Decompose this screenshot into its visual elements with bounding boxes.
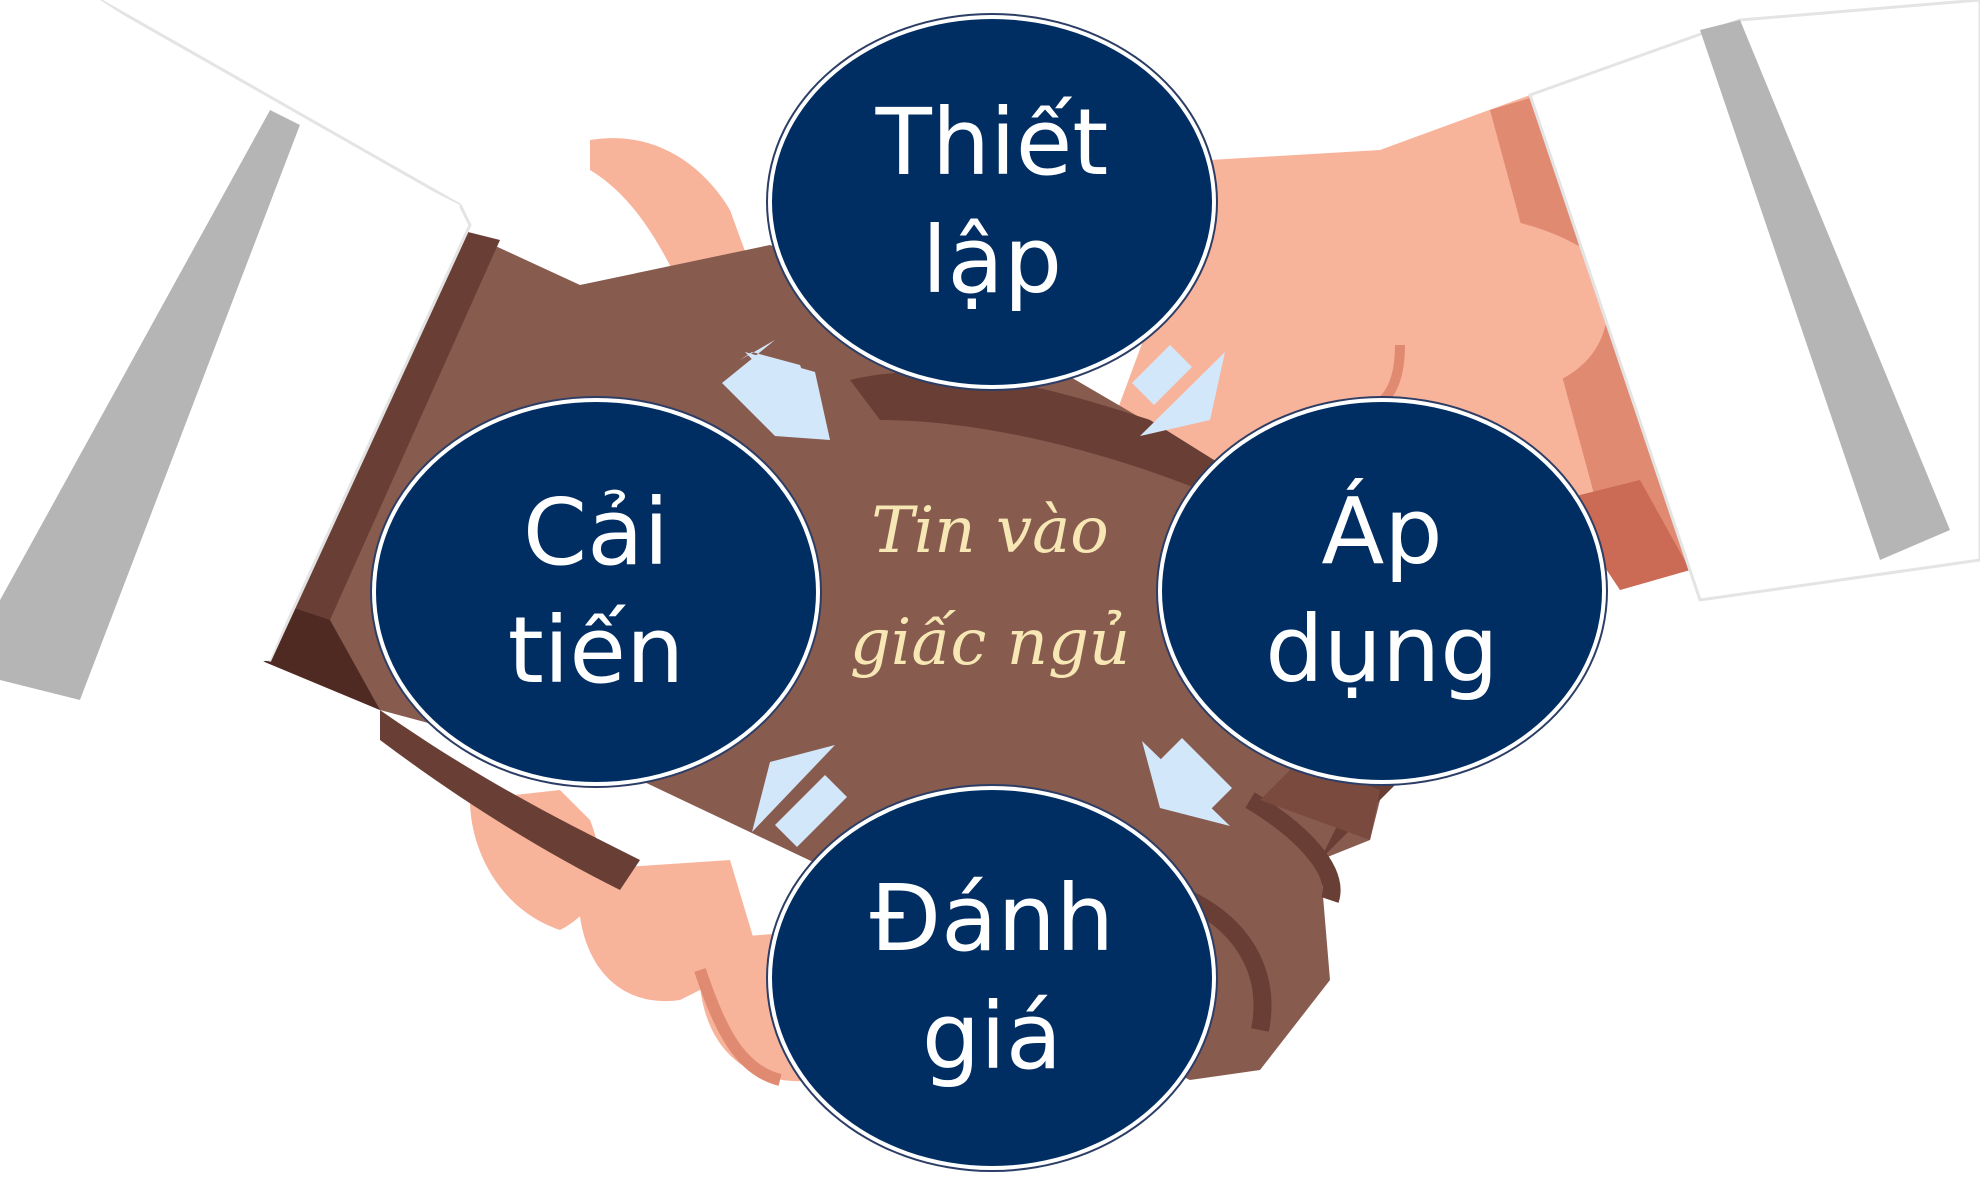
- step-ap-dung-line2: dụng: [1265, 596, 1499, 703]
- step-ap-dung-line1: Áp: [1321, 478, 1443, 585]
- step-danh-gia-line1: Đánh: [869, 865, 1115, 972]
- arrow-to-ap-dung-shaft: [1132, 345, 1192, 405]
- center-label: Tin vào giấc ngủ: [820, 475, 1160, 699]
- arrow-to-danh-gia-shaft: [1160, 738, 1232, 810]
- arrow-to-thiet-lap-shaft: [740, 368, 800, 428]
- step-thiet-lap-line2: lập: [921, 207, 1063, 314]
- step-danh-gia-line2: giá: [921, 983, 1063, 1090]
- step-danh-gia[interactable]: Đánh giá: [768, 786, 1216, 1170]
- step-ap-dung[interactable]: Áp dụng: [1158, 398, 1606, 784]
- step-cai-tien-line2: tiến: [507, 597, 685, 704]
- step-thiet-lap-line1: Thiết: [875, 89, 1109, 196]
- left-sleeve: [0, 0, 472, 700]
- arrow-to-ap-dung-head: [1140, 352, 1225, 436]
- step-cai-tien-line1: Cải: [522, 479, 670, 586]
- step-cai-tien[interactable]: Cải tiến: [372, 398, 820, 786]
- center-label-line2: giấc ngủ: [849, 606, 1131, 680]
- center-label-line1: Tin vào: [871, 494, 1109, 568]
- arrow-to-cai-tien-shaft: [775, 775, 847, 847]
- step-thiet-lap[interactable]: Thiết lập: [768, 15, 1216, 389]
- right-sleeve: [1528, 0, 1980, 602]
- arrow-to-cai-tien-head: [752, 745, 835, 832]
- cycle-arrows: [722, 340, 1232, 847]
